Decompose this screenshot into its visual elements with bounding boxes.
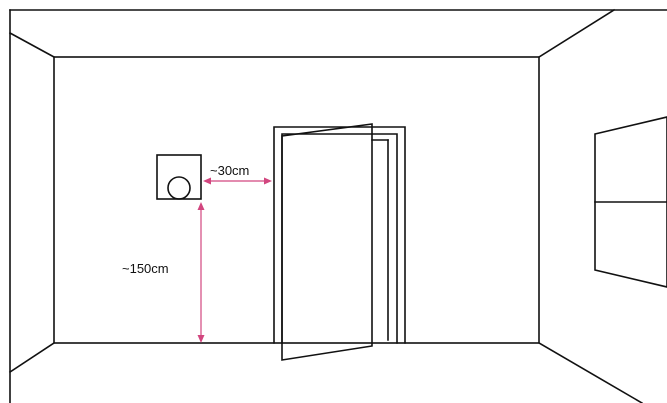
door-frame-outer [273, 126, 406, 344]
thermostat-dial-icon [167, 176, 191, 200]
horizontal-arrowhead-right [264, 177, 272, 185]
back-wall [53, 56, 540, 344]
bottom-left-corner-edge [8, 341, 56, 374]
door-frame-inner [281, 133, 398, 344]
room [8, 8, 644, 403]
top-left-corner-edge [8, 31, 56, 59]
door [273, 123, 406, 361]
horizontal-arrowhead-left [203, 177, 211, 185]
top-right-corner-edge [537, 8, 616, 59]
window [594, 116, 667, 288]
bottom-right-corner-edge [537, 341, 644, 403]
vertical-dimension: ~150cm [122, 202, 205, 343]
vertical-arrowhead-top [197, 202, 205, 210]
horizontal-distance-label: ~30cm [210, 163, 249, 178]
thermostat [156, 154, 202, 200]
horizontal-dimension: ~30cm [203, 163, 272, 185]
image-frame [9, 9, 667, 403]
vertical-height-label: ~150cm [122, 261, 169, 276]
vertical-arrowhead-bottom [197, 335, 205, 343]
window-frame [594, 116, 667, 288]
door-leaf [281, 123, 373, 361]
